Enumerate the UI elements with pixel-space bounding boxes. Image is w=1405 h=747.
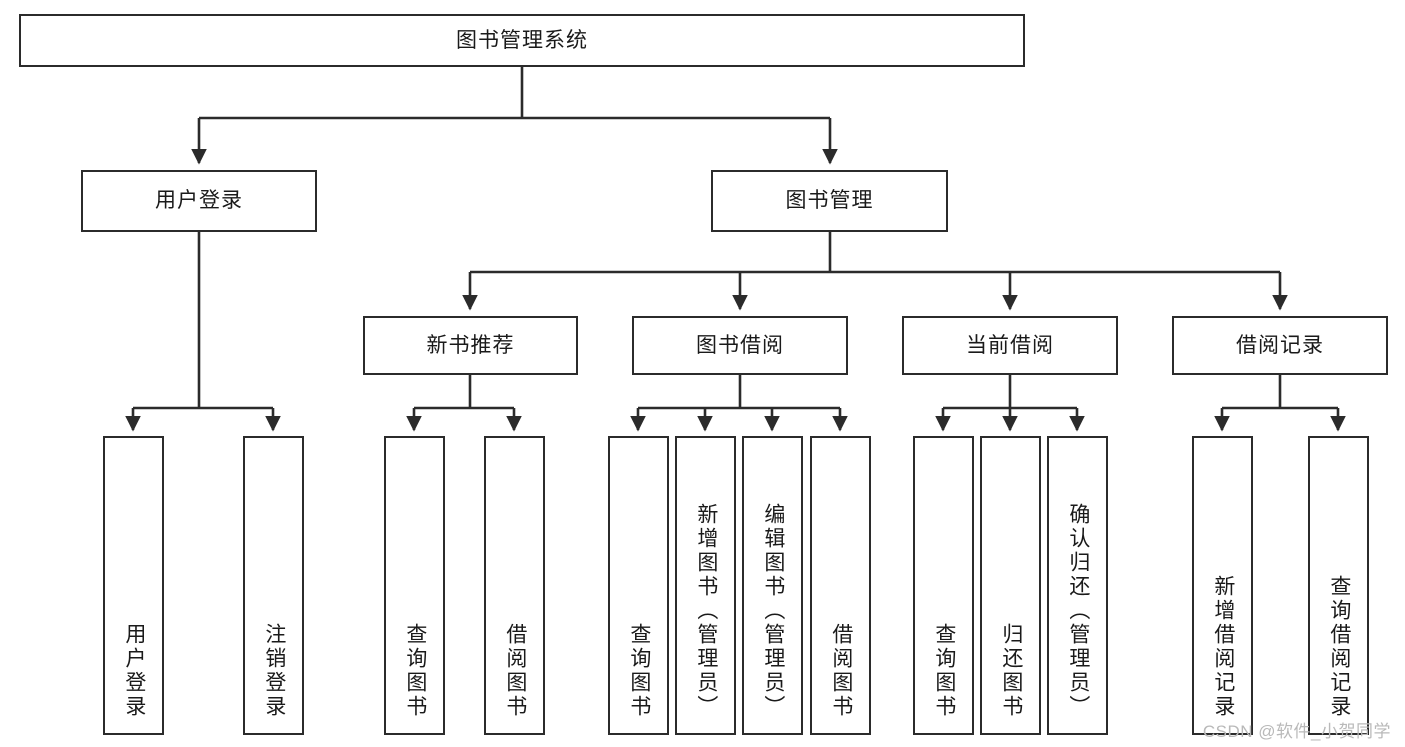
node-label: 归还图书 xyxy=(999,623,1023,719)
node-label: 新书推荐 xyxy=(426,333,515,357)
node-label: 注销登录 xyxy=(262,623,286,719)
node-label: 用户登录 xyxy=(122,623,146,719)
node-borrow-records[interactable]: 借阅记录 xyxy=(1172,316,1388,375)
node-label: 当前借阅 xyxy=(966,333,1054,357)
node-label: 查询图书 xyxy=(403,623,427,719)
watermark-text: CSDN @软件_小贺同学 xyxy=(1202,722,1391,741)
node-book-borrow[interactable]: 图书借阅 xyxy=(632,316,848,375)
node-root-book-management-system[interactable]: 图书管理系统 xyxy=(19,14,1025,67)
node-label: 查询图书 xyxy=(627,623,651,719)
leaf-book-borrow-add[interactable]: 新增图书（管理员） xyxy=(675,436,736,735)
node-label: 编辑图书（管理员） xyxy=(761,503,785,719)
leaf-new-book-borrow[interactable]: 借阅图书 xyxy=(484,436,545,735)
leaf-borrow-records-add[interactable]: 新增借阅记录 xyxy=(1192,436,1253,735)
leaf-book-borrow-edit[interactable]: 编辑图书（管理员） xyxy=(742,436,803,735)
leaf-current-borrow-confirm-return[interactable]: 确认归还（管理员） xyxy=(1047,436,1108,735)
node-label: 借阅图书 xyxy=(503,623,527,719)
leaf-current-borrow-query[interactable]: 查询图书 xyxy=(913,436,974,735)
leaf-user-login-logout[interactable]: 注销登录 xyxy=(243,436,304,735)
node-user-login[interactable]: 用户登录 xyxy=(81,170,317,232)
node-current-borrow[interactable]: 当前借阅 xyxy=(902,316,1118,375)
node-new-book-recommend[interactable]: 新书推荐 xyxy=(363,316,578,375)
node-label: 借阅记录 xyxy=(1236,333,1324,357)
node-label: 确认归还（管理员） xyxy=(1066,503,1090,719)
node-label: 新增借阅记录 xyxy=(1211,575,1235,719)
node-label: 图书管理 xyxy=(785,189,874,213)
node-label: 用户登录 xyxy=(155,189,243,213)
leaf-user-login-login[interactable]: 用户登录 xyxy=(103,436,164,735)
leaf-book-borrow-query[interactable]: 查询图书 xyxy=(608,436,669,735)
leaf-borrow-records-query[interactable]: 查询借阅记录 xyxy=(1308,436,1369,735)
node-label: 图书管理系统 xyxy=(456,28,588,52)
node-label: 查询图书 xyxy=(932,623,956,719)
leaf-book-borrow-borrow[interactable]: 借阅图书 xyxy=(810,436,871,735)
node-label: 图书借阅 xyxy=(696,333,784,357)
node-label: 借阅图书 xyxy=(829,623,853,719)
leaf-current-borrow-return[interactable]: 归还图书 xyxy=(980,436,1041,735)
node-label: 查询借阅记录 xyxy=(1327,575,1351,719)
leaf-new-book-query[interactable]: 查询图书 xyxy=(384,436,445,735)
node-label: 新增图书（管理员） xyxy=(694,503,718,719)
node-book-management[interactable]: 图书管理 xyxy=(711,170,948,232)
